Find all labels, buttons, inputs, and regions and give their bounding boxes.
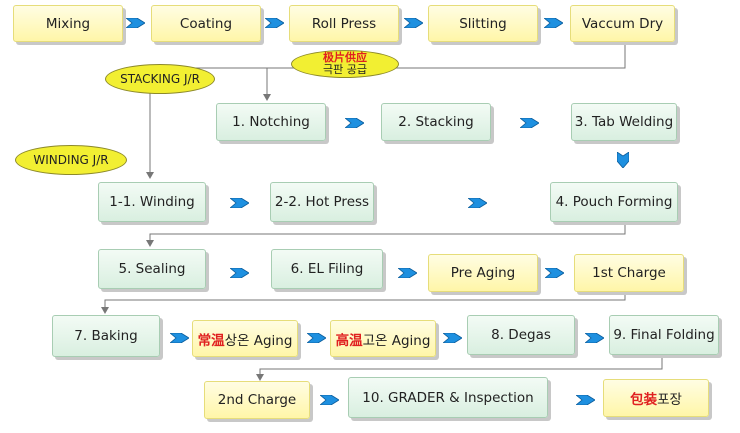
stacking-jr-oval: STACKING J/R [105, 64, 215, 94]
vaccum-dry-step: Vaccum Dry [570, 5, 675, 42]
flow-arrow-down-icon [617, 152, 629, 168]
slitting-step: Slitting [428, 5, 538, 42]
mixing-step: Mixing [13, 5, 123, 42]
room-temp-aging-red-label: 常温 [197, 332, 225, 349]
el-filing-step: 6. EL Filing [271, 249, 383, 289]
first-charge-label: 1st Charge [592, 265, 666, 281]
final-folding-label: 9. Final Folding [613, 327, 715, 343]
coating-step: Coating [151, 5, 261, 42]
room-temp-aging-label: 상온 Aging [224, 332, 293, 349]
winding-jr-label: WINDING J/R [33, 153, 109, 167]
flow-arrow-icon [345, 118, 364, 128]
flow-arrow-icon [404, 18, 423, 28]
final-folding-step: 9. Final Folding [609, 315, 719, 355]
second-charge-step: 2nd Charge [204, 381, 310, 419]
packing-red-label: 包装 [630, 392, 658, 408]
baking-step: 7. Baking [52, 315, 160, 357]
baking-label: 7. Baking [74, 328, 138, 344]
roll-press-step: Roll Press [289, 5, 399, 42]
flow-arrow-icon [265, 18, 284, 28]
flow-arrow-icon [230, 268, 249, 278]
flow-arrow-icon [585, 333, 604, 343]
el-filing-label: 6. EL Filing [290, 261, 364, 277]
hot-press-step: 2-2. Hot Press [270, 182, 374, 222]
winding-jr-oval: WINDING J/R [15, 145, 127, 175]
second-charge-label: 2nd Charge [217, 392, 297, 408]
electrode-supply-label: 극판 공급 [323, 63, 367, 76]
flow-arrow-icon [468, 198, 487, 208]
pre-aging-step: Pre Aging [428, 254, 538, 292]
flow-arrow-icon [320, 395, 339, 405]
flow-arrow-icon [398, 268, 417, 278]
slitting-label: Slitting [459, 15, 507, 32]
notching-label: 1. Notching [232, 114, 310, 130]
hot-press-label: 2-2. Hot Press [274, 194, 370, 210]
packing-label: 포장 [657, 392, 682, 408]
flow-arrow-icon [307, 333, 326, 343]
tab-welding-label: 3. Tab Welding [574, 114, 674, 130]
vaccum-dry-label: Vaccum Dry [581, 15, 664, 32]
notching-step: 1. Notching [216, 103, 326, 141]
flow-arrow-icon [520, 118, 539, 128]
grader-inspection-label: 10. GRADER & Inspection [362, 389, 534, 406]
electrode-supply-red-label: 极片供应 [323, 51, 367, 64]
coating-label: Coating [179, 15, 233, 32]
flow-arrow-icon [545, 268, 564, 278]
flow-arrow-icon [126, 18, 145, 28]
flow-arrow-icon [230, 198, 249, 208]
pouch-forming-label: 4. Pouch Forming [555, 194, 673, 210]
winding-label: 1-1. Winding [109, 194, 195, 210]
mixing-label: Mixing [45, 15, 91, 32]
flow-arrow-icon [576, 395, 595, 405]
tab-welding-step: 3. Tab Welding [571, 103, 677, 141]
pouch-forming-step: 4. Pouch Forming [550, 182, 678, 222]
flow-arrow-icon [443, 333, 462, 343]
stacking-jr-label: STACKING J/R [120, 72, 200, 86]
degas-label: 8. Degas [491, 327, 551, 343]
grader-inspection-step: 10. GRADER & Inspection [348, 377, 548, 418]
degas-step: 8. Degas [467, 315, 575, 355]
sealing-step: 5. Sealing [98, 249, 206, 289]
roll-press-label: Roll Press [311, 15, 377, 32]
high-temp-aging-red-label: 高温 [335, 332, 363, 349]
winding-step: 1-1. Winding [98, 182, 206, 222]
stacking-step: 2. Stacking [381, 103, 491, 141]
high-temp-aging-label: 고온 Aging [362, 332, 431, 349]
flow-arrow-icon [544, 18, 563, 28]
first-charge-step: 1st Charge [574, 254, 684, 292]
stacking-label: 2. Stacking [398, 114, 474, 130]
flow-arrow-icon [170, 333, 189, 343]
electrode-supply-oval: 极片供应 극판 공급 [291, 50, 399, 78]
sealing-label: 5. Sealing [118, 261, 186, 277]
pre-aging-label: Pre Aging [450, 265, 516, 281]
